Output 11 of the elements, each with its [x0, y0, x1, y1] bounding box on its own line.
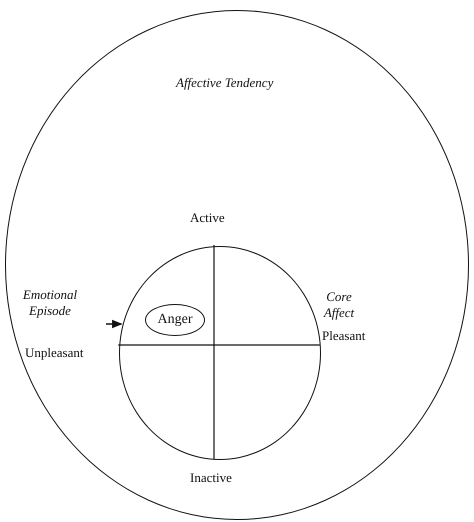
axis-label: Pleasant: [322, 328, 366, 344]
emotional-episode-text: Emotional Episode: [22, 287, 78, 319]
node-label: Anger: [156, 312, 194, 328]
ellipse: [145, 304, 205, 336]
outer-ellipse: [5, 10, 469, 520]
axis-label: Active: [190, 210, 225, 226]
core-affect-text: Core Affect: [322, 289, 356, 321]
axis-label: Unpleasant: [25, 345, 84, 361]
affective-tendency-text: Affective Tendency: [176, 75, 274, 91]
arrow: [106, 320, 123, 328]
axis-label: Inactive: [190, 470, 232, 486]
